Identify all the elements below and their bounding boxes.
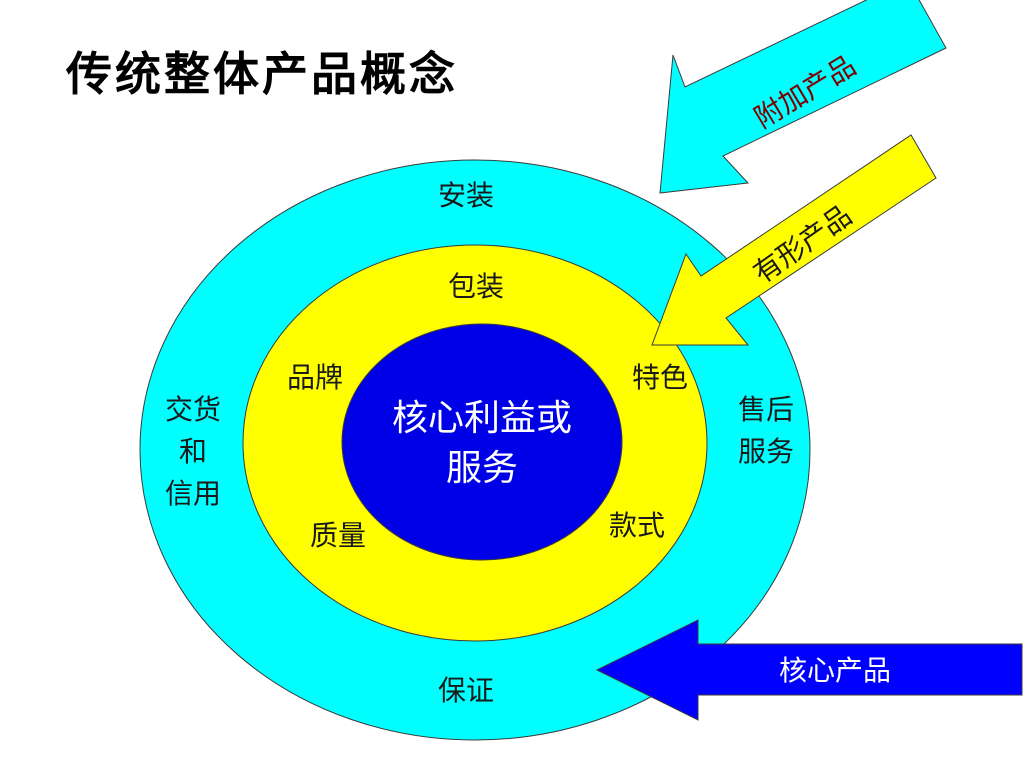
outer-label-installation: 安装 [438, 179, 494, 212]
middle-label-features: 特色 [632, 361, 688, 394]
core-circle [341, 323, 623, 561]
core-arrow-shape [595, 619, 1023, 721]
outer-label-warranty: 保证 [438, 674, 494, 707]
outer-label-left-line2: 和 [179, 435, 207, 468]
core-arrow-label: 核心产品 [779, 654, 891, 687]
outer-label-left-line3: 信用 [165, 477, 221, 510]
core-label-line2: 服务 [446, 448, 518, 489]
core-label-line1: 核心利益或 [392, 398, 572, 439]
middle-label-brand: 品牌 [287, 361, 343, 394]
middle-label-quality: 质量 [310, 519, 366, 552]
outer-label-right-line1: 售后 [738, 393, 794, 426]
core-product-arrow: 核心产品 [595, 619, 1023, 721]
augmented-arrow-shape [659, 0, 947, 194]
tangible-arrow-shape [651, 134, 937, 346]
slide-title: 传统整体产品概念 [66, 47, 458, 101]
outer-label-right-line2: 服务 [738, 435, 794, 468]
middle-label-style: 款式 [609, 509, 665, 542]
outer-label-left-line1: 交货 [165, 393, 221, 426]
middle-label-packaging: 包装 [448, 270, 504, 303]
